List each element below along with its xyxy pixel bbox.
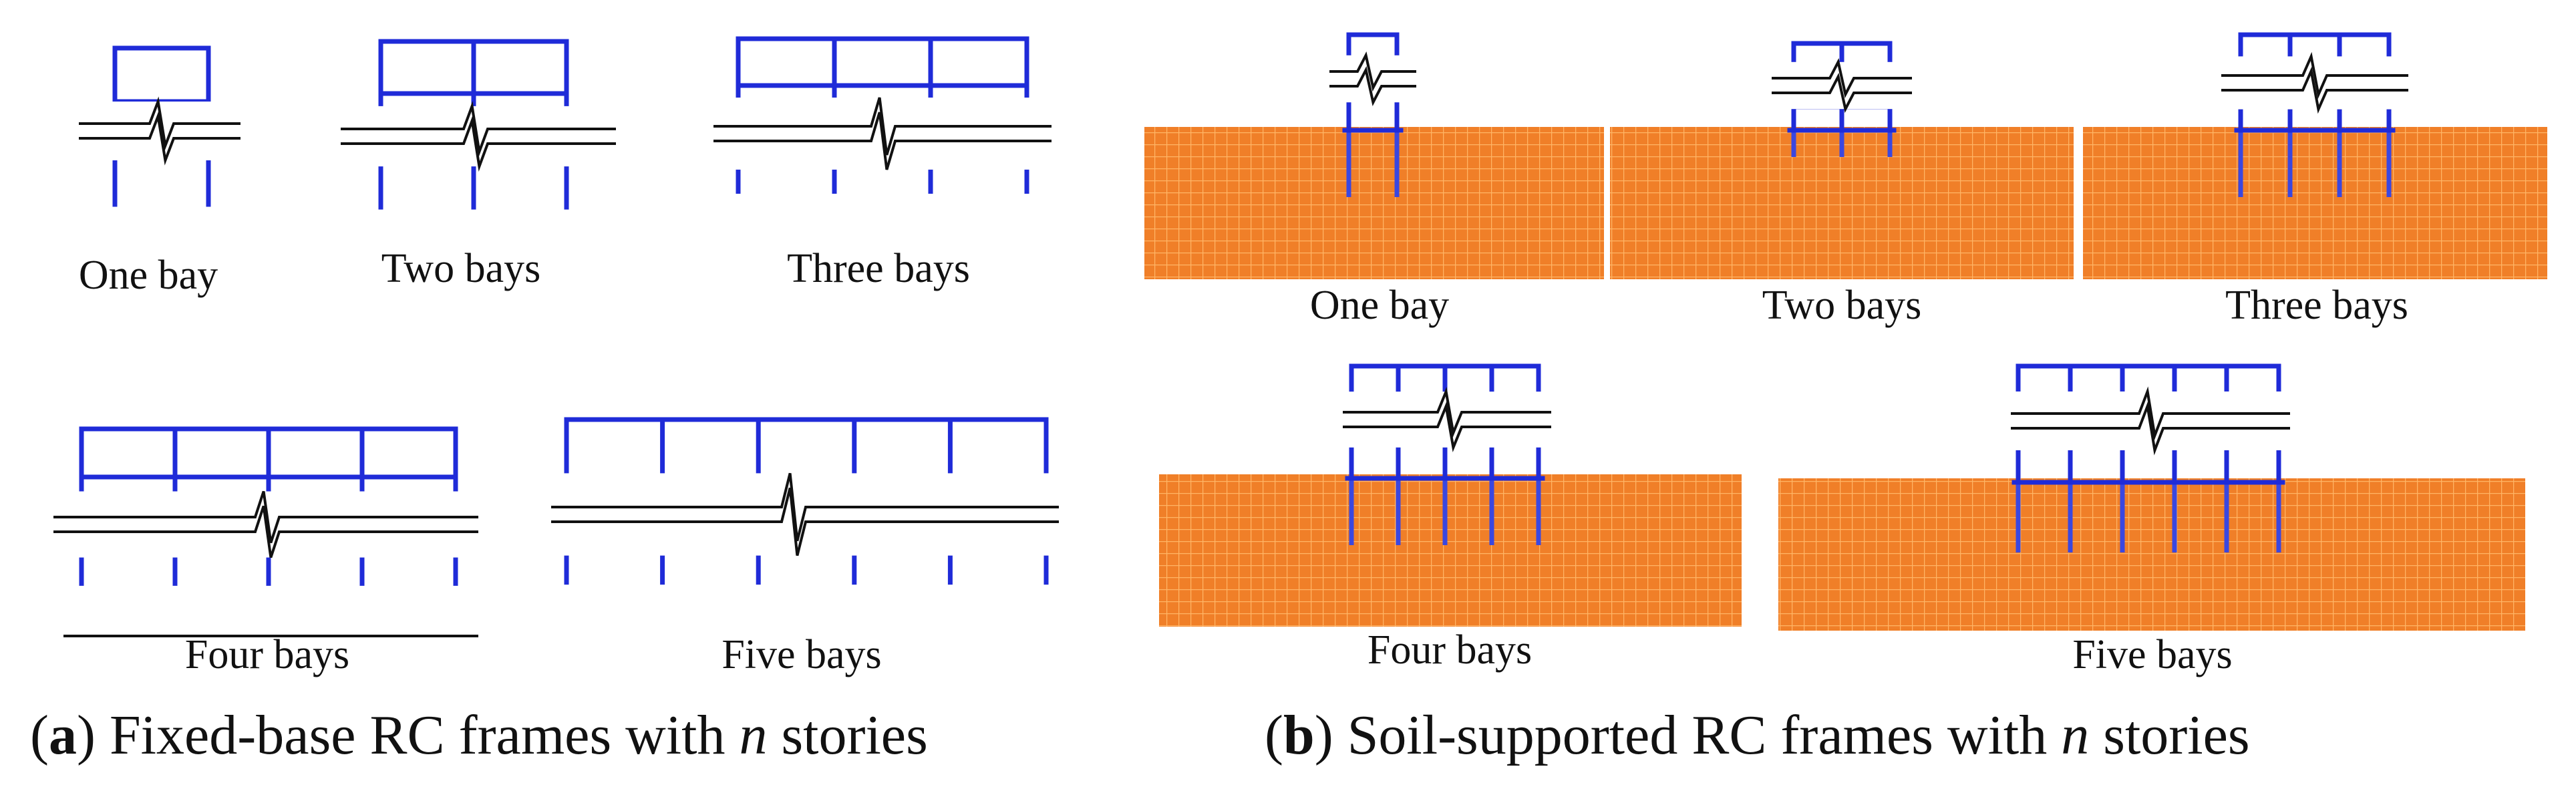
label-b-two-bays: Two bays xyxy=(1762,283,1921,328)
break-stroke xyxy=(79,96,240,151)
soil-block-b-one-bay xyxy=(1144,127,1604,279)
break-mask xyxy=(1329,55,1416,103)
break-stroke xyxy=(53,490,478,544)
break-symbol-a-five-bays xyxy=(551,472,1059,556)
break-stroke xyxy=(1343,402,1551,452)
caption-b-letter: b xyxy=(1283,704,1315,766)
break-stroke xyxy=(1329,66,1416,106)
caption-b-text: Soil-supported RC frames with xyxy=(1347,704,2048,766)
soil-block-b-four-bays xyxy=(1159,474,1742,627)
break-stroke xyxy=(341,101,616,157)
caption-b: (b) Soil-supported RC frames with n stor… xyxy=(1265,704,2250,766)
break-stroke xyxy=(551,472,1059,542)
caption-a-text: Fixed-base RC frames with xyxy=(110,704,726,766)
frame-b-three-bays xyxy=(2234,32,2396,197)
break-stroke xyxy=(551,487,1059,556)
break-stroke xyxy=(1329,51,1416,92)
caption-b-tail: stories xyxy=(2103,704,2249,766)
break-mask xyxy=(2221,56,2408,110)
break-stroke xyxy=(79,111,240,166)
break-symbol-b-four-bays xyxy=(1343,387,1551,452)
break-mask xyxy=(1772,61,1912,110)
label-a-three-bays: Three bays xyxy=(787,246,970,291)
caption-a-tail: stories xyxy=(781,704,927,766)
panel-a-fixed-base xyxy=(53,36,1059,637)
soil-block-b-three-bays xyxy=(2083,127,2547,279)
label-b-four-bays: Four bays xyxy=(1367,627,1532,673)
label-b-one-bay: One bay xyxy=(1310,283,1449,328)
panel-b-soil-supported xyxy=(1144,32,2547,631)
caption-a-var: n xyxy=(739,704,767,766)
label-a-two-bays: Two bays xyxy=(381,246,540,291)
caption-a: (a) Fixed-base RC frames with n stories xyxy=(30,704,928,766)
label-b-five-bays: Five bays xyxy=(2072,632,2232,677)
break-symbol-b-two-bays xyxy=(1772,58,1912,113)
label-a-four-bays: Four bays xyxy=(185,632,349,677)
break-stroke xyxy=(2011,401,2290,456)
break-stroke xyxy=(2221,66,2408,114)
break-symbol-b-five-bays xyxy=(2011,386,2290,456)
caption-a-letter: a xyxy=(49,704,77,766)
break-stroke xyxy=(341,116,616,172)
break-symbol-a-one-bay xyxy=(79,96,240,166)
break-symbol-a-four-bays xyxy=(53,490,478,559)
label-b-three-bays: Three bays xyxy=(2225,283,2408,328)
break-symbol-a-three-bays xyxy=(713,97,1052,170)
break-stroke xyxy=(2011,386,2290,441)
label-a-one-bay: One bay xyxy=(79,253,218,298)
break-stroke xyxy=(53,505,478,559)
caption-b-var: n xyxy=(2061,704,2089,766)
break-stroke xyxy=(1772,58,1912,98)
break-stroke xyxy=(1772,73,1912,113)
break-stroke xyxy=(1343,387,1551,438)
break-stroke xyxy=(713,112,1052,170)
break-stroke xyxy=(2221,51,2408,100)
break-stroke xyxy=(713,97,1052,156)
break-symbol-b-three-bays xyxy=(2221,51,2408,114)
soil-block-b-five-bays xyxy=(1778,478,2525,631)
label-a-five-bays: Five bays xyxy=(721,632,881,677)
break-symbol-a-two-bays xyxy=(341,101,616,172)
break-symbol-b-one-bay xyxy=(1329,51,1416,106)
